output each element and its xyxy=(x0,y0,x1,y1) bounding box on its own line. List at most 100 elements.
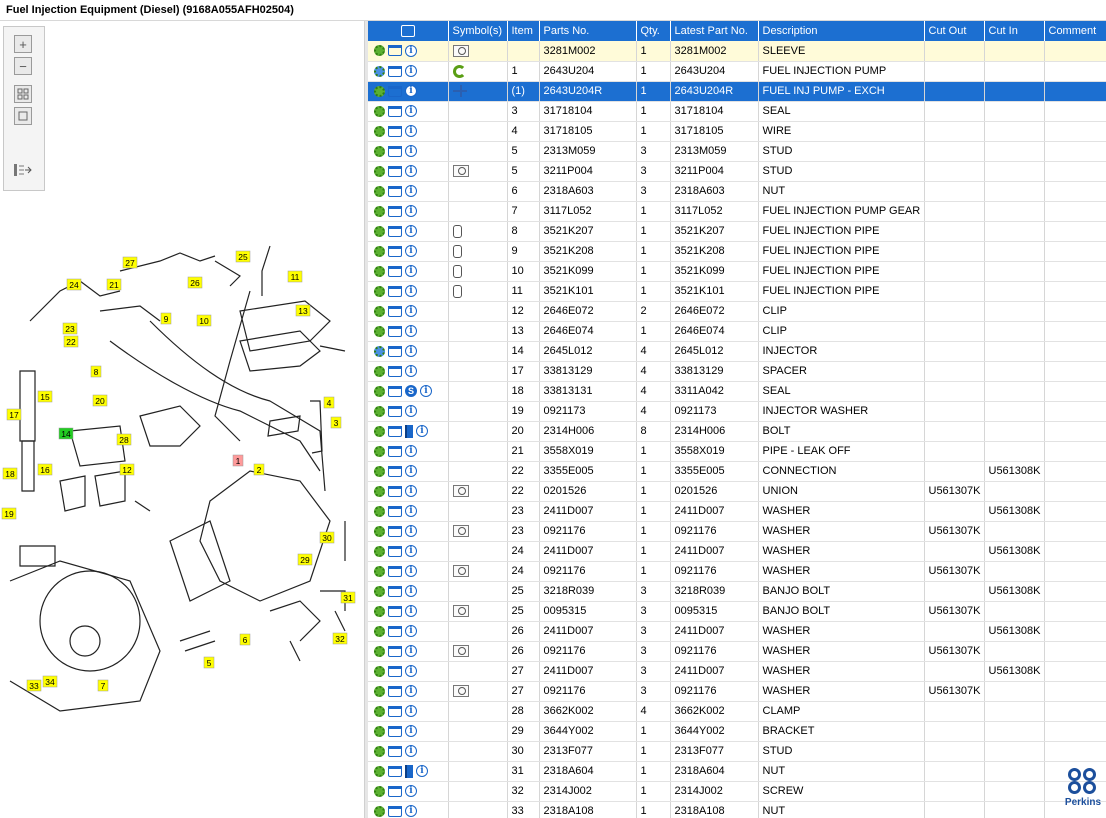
info-icon[interactable]: i xyxy=(405,645,417,658)
add-to-cart-icon[interactable] xyxy=(388,605,402,617)
zoom-out-icon[interactable]: − xyxy=(14,57,32,75)
add-to-cart-icon[interactable] xyxy=(388,785,402,797)
parts-detail-icon[interactable] xyxy=(374,725,385,737)
parts-detail-icon[interactable] xyxy=(374,685,385,697)
info-icon[interactable]: i xyxy=(405,185,417,198)
parts-detail-icon[interactable] xyxy=(374,125,385,137)
parts-detail-icon[interactable] xyxy=(374,285,385,297)
parts-detail-icon[interactable] xyxy=(374,45,385,57)
add-to-cart-icon[interactable] xyxy=(388,745,402,757)
export-list-icon[interactable] xyxy=(12,161,34,179)
view-image-icon[interactable] xyxy=(452,565,469,578)
add-to-cart-icon[interactable] xyxy=(388,805,402,817)
add-to-cart-icon[interactable] xyxy=(388,305,402,317)
add-to-cart-icon[interactable] xyxy=(388,245,402,257)
exchange-split-icon[interactable] xyxy=(452,85,467,98)
parts-detail-icon[interactable] xyxy=(374,325,385,337)
info-icon[interactable]: i xyxy=(405,805,417,818)
add-to-cart-icon[interactable] xyxy=(388,125,402,137)
add-to-cart-icon[interactable] xyxy=(388,85,402,97)
add-to-cart-icon[interactable] xyxy=(388,665,402,677)
info-icon[interactable]: i xyxy=(405,525,417,538)
info-icon[interactable]: i xyxy=(405,145,417,158)
parts-detail-icon[interactable] xyxy=(374,205,385,217)
add-to-cart-icon[interactable] xyxy=(388,465,402,477)
parts-detail-icon[interactable] xyxy=(374,385,385,397)
view-image-icon[interactable] xyxy=(452,685,469,698)
pipe-icon[interactable] xyxy=(452,264,462,278)
parts-detail-icon[interactable] xyxy=(374,65,385,77)
info-icon[interactable]: i xyxy=(405,445,417,458)
add-to-cart-icon[interactable] xyxy=(388,405,402,417)
parts-detail-icon[interactable] xyxy=(374,405,385,417)
add-to-cart-icon[interactable] xyxy=(388,585,402,597)
add-to-cart-icon[interactable] xyxy=(388,445,402,457)
column-header-latest-part-no[interactable]: Latest Part No. xyxy=(670,21,759,41)
add-to-cart-icon[interactable] xyxy=(388,705,402,717)
view-image-icon[interactable] xyxy=(452,485,469,498)
add-to-cart-icon[interactable] xyxy=(388,525,402,537)
parts-detail-icon[interactable] xyxy=(374,425,385,437)
add-to-cart-icon[interactable] xyxy=(388,765,402,777)
parts-detail-icon[interactable] xyxy=(374,705,385,717)
add-to-cart-icon[interactable] xyxy=(388,145,402,157)
parts-detail-icon[interactable] xyxy=(374,585,385,597)
info-icon[interactable]: i xyxy=(405,265,417,278)
info-icon[interactable]: i xyxy=(405,685,417,698)
parts-detail-icon[interactable] xyxy=(374,485,385,497)
info-icon[interactable]: i xyxy=(405,205,417,218)
info-icon[interactable]: i xyxy=(405,305,417,318)
add-to-cart-icon[interactable] xyxy=(388,645,402,657)
fit-all-icon[interactable] xyxy=(14,85,32,103)
parts-detail-icon[interactable] xyxy=(374,605,385,617)
panel-splitter[interactable] xyxy=(364,21,368,818)
parts-detail-icon[interactable] xyxy=(374,165,385,177)
add-to-cart-icon[interactable] xyxy=(388,265,402,277)
add-to-cart-icon[interactable] xyxy=(388,685,402,697)
column-header-qty[interactable]: Qty. xyxy=(636,21,671,41)
parts-detail-icon[interactable] xyxy=(374,305,385,317)
info-icon[interactable]: i xyxy=(405,665,417,678)
info-icon[interactable]: i xyxy=(416,425,428,437)
column-header-symbols[interactable]: Symbol(s) xyxy=(448,21,508,41)
parts-detail-icon[interactable] xyxy=(374,185,385,197)
zoom-in-icon[interactable]: + xyxy=(14,35,32,53)
info-icon[interactable]: i xyxy=(405,505,417,518)
view-image-icon[interactable] xyxy=(452,525,469,538)
info-icon[interactable]: i xyxy=(416,765,428,777)
info-icon[interactable]: i xyxy=(405,745,417,758)
add-to-cart-icon[interactable] xyxy=(388,225,402,237)
add-to-cart-icon[interactable] xyxy=(388,485,402,497)
info-icon[interactable]: i xyxy=(405,105,417,118)
fit-window-icon[interactable] xyxy=(14,107,32,125)
book-icon[interactable] xyxy=(405,424,413,438)
info-icon[interactable]: i xyxy=(405,44,417,57)
pipe-icon[interactable] xyxy=(452,244,462,258)
add-to-cart-icon[interactable] xyxy=(388,45,402,57)
